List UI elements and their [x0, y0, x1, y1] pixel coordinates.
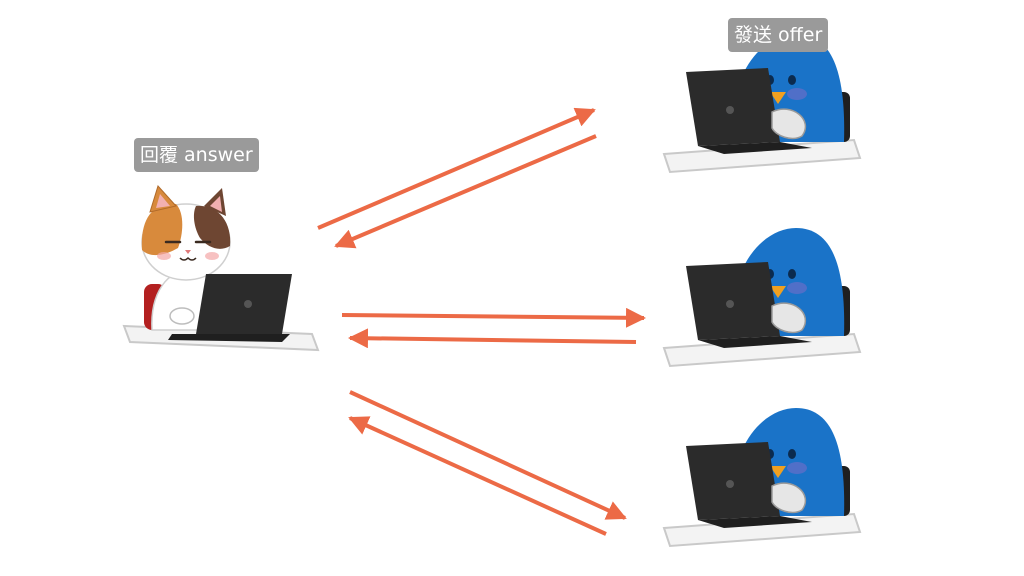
arrow-offer-to-answer-bottom [348, 416, 607, 536]
arrow-answer-to-offer-top [317, 107, 596, 230]
arrow-answer-to-offer-middle [341, 307, 646, 328]
answer-label: 回覆 answer [134, 138, 259, 172]
arrow-offer-to-answer-middle [348, 328, 637, 349]
penguin-at-laptop-top [663, 33, 861, 173]
penguin-at-laptop-middle [663, 227, 861, 367]
penguin-at-laptop-bottom [663, 407, 861, 547]
arrow-answer-to-offer-bottom [349, 390, 627, 520]
cat-at-laptop-illustration [122, 185, 320, 352]
arrow-offer-to-answer-top [334, 134, 597, 249]
offer-label: 發送 offer [728, 18, 829, 52]
